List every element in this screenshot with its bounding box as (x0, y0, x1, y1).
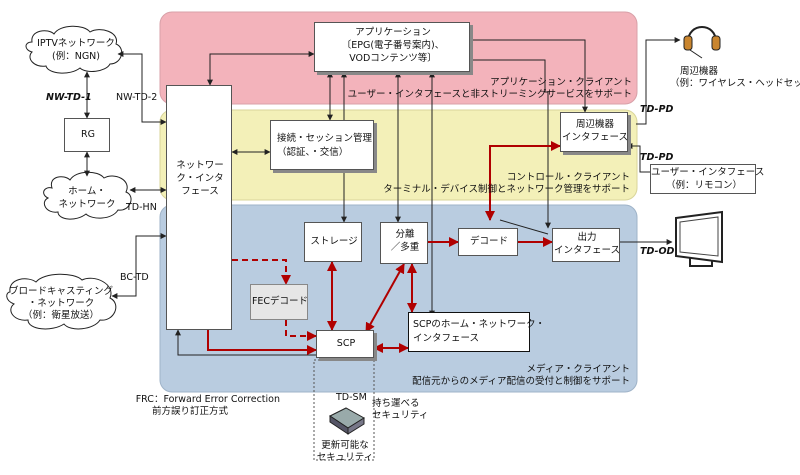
home-network-cloud (43, 171, 132, 220)
network-interface-label-2: ク・インタ (176, 173, 224, 184)
application-label-1: アプリケーション (355, 27, 431, 38)
iptv-cloud-label-1: IPTVネットワーク (37, 38, 115, 49)
control-zone-subtitle: ターミナル・デバイス制御とネットワーク管理をサポート (383, 184, 630, 195)
application-box: アプリケーション 〔EPG(電子番号案内)、 VODコンテンツ等〕 (314, 22, 470, 72)
scp-home-interface-label-1: SCPのホーム・ネットワーク・ (413, 319, 545, 330)
frc-note-line-2: 前方誤り訂正方式 (151, 406, 228, 417)
td-pd-mid-label: TD-PD (640, 152, 674, 163)
decode-box: デコード (458, 228, 518, 256)
portable-security-label-1: 持ち運べる (372, 398, 420, 409)
peripheral-device-label-1: 周辺機器 (680, 66, 719, 77)
frc-note-line-1: FRC：Forward Error Correction (135, 394, 280, 405)
renewable-security-label-2: セキュリティ (316, 452, 374, 463)
nw-td-1-label: NW-TD-1 (46, 92, 92, 103)
td-od-label: TD-OD (640, 246, 675, 257)
session-management-label-1: 接続・セッション管理 (277, 133, 373, 144)
fec-decode-box: FECデコード (250, 284, 308, 320)
nw-td-2-label: NW-TD-2 (116, 92, 158, 103)
storage-box: ストレージ (304, 222, 362, 262)
demux-label-2: ／多重 (390, 242, 420, 253)
media-zone-title: メディア・クライアント (526, 364, 630, 375)
output-interface-box: 出力 インタフェース (552, 228, 620, 262)
broadcast-label-2: ・ネットワーク (27, 298, 95, 309)
media-zone-subtitle: 配信元からのメディア配信の受付と制御をサポート (412, 376, 630, 387)
home-network-label-2: ネットワーク (58, 199, 116, 210)
session-management-label-2: （認証、・交信） (277, 147, 349, 158)
monitor-icon (675, 210, 723, 267)
peripheral-interface-label-1: 周辺機器 (575, 119, 614, 130)
app-zone-title: アプリケーション・クライアント (490, 77, 632, 88)
decode-label: デコード (469, 236, 508, 247)
security-card-icon (329, 407, 365, 435)
fec-decode-label: FECデコード (251, 296, 309, 307)
network-interface-label-3: フェース (181, 186, 219, 197)
network-interface-box: ネットワー ク・インタ フェース (166, 85, 232, 330)
application-label-2: 〔EPG(電子番号案内)、 (341, 40, 445, 51)
session-management-box: 接続・セッション管理 （認証、・交信） (270, 120, 374, 170)
storage-label: ストレージ (310, 236, 358, 247)
ui-remote-label-2: （例：リモコン） (665, 180, 742, 191)
application-label-3: VODコンテンツ等〕 (349, 53, 437, 64)
broadcast-label-3: （例：衛星放送） (22, 310, 99, 321)
demux-box: 分離 ／多重 (380, 222, 428, 264)
broadcast-cloud (6, 273, 117, 330)
td-sm-label: TD-SM (336, 392, 367, 403)
peripheral-interface-label-2: インタフェース (561, 132, 629, 143)
td-hn-label: TD-HN (126, 202, 157, 213)
peripheral-device-label-2: （例：ワイヤレス・ヘッドセット） (670, 78, 800, 89)
demux-label-1: 分離 (395, 229, 415, 240)
peripheral-interface-box: 周辺機器 インタフェース (560, 112, 628, 152)
rg-box: RG (64, 118, 110, 152)
app-zone-subtitle: ユーザー・インタフェースと非ストリーミングサービスをサポート (347, 89, 632, 100)
red-connectors (207, 141, 561, 355)
output-interface-label-1: 出力 (577, 232, 597, 243)
rg-label: RG (81, 129, 95, 140)
broadcast-label-1: ブロードキャスティング (9, 286, 113, 297)
iptv-cloud (25, 25, 123, 74)
iptv-cloud-label-2: (例：NGN) (52, 51, 100, 62)
scp-home-interface-label-2: インタフェース (413, 333, 480, 344)
home-network-label-1: ホーム・ (68, 186, 106, 197)
network-interface-label-1: ネットワー (176, 160, 224, 171)
output-interface-label-2: インタフェース (553, 245, 621, 256)
security-dotted-area (313, 359, 375, 461)
black-connectors (84, 37, 681, 356)
scp-label: SCP (336, 338, 356, 349)
bc-td-label: BC-TD (120, 272, 149, 283)
td-pd-top-label: TD-PD (640, 104, 674, 115)
control-zone-title: コントロール・クライアント (506, 172, 630, 183)
scp-home-interface-box: SCPのホーム・ネットワーク・ インタフェース (408, 312, 545, 352)
portable-security-label-2: セキュリティ (372, 410, 429, 421)
ui-remote-box: ユーザー・インタフェース （例：リモコン） (650, 164, 765, 194)
headset-icon (683, 26, 721, 59)
renewable-security-label-1: 更新可能な (321, 440, 369, 451)
scp-box: SCP (316, 330, 374, 358)
ui-remote-label-1: ユーザー・インタフェース (651, 167, 765, 178)
